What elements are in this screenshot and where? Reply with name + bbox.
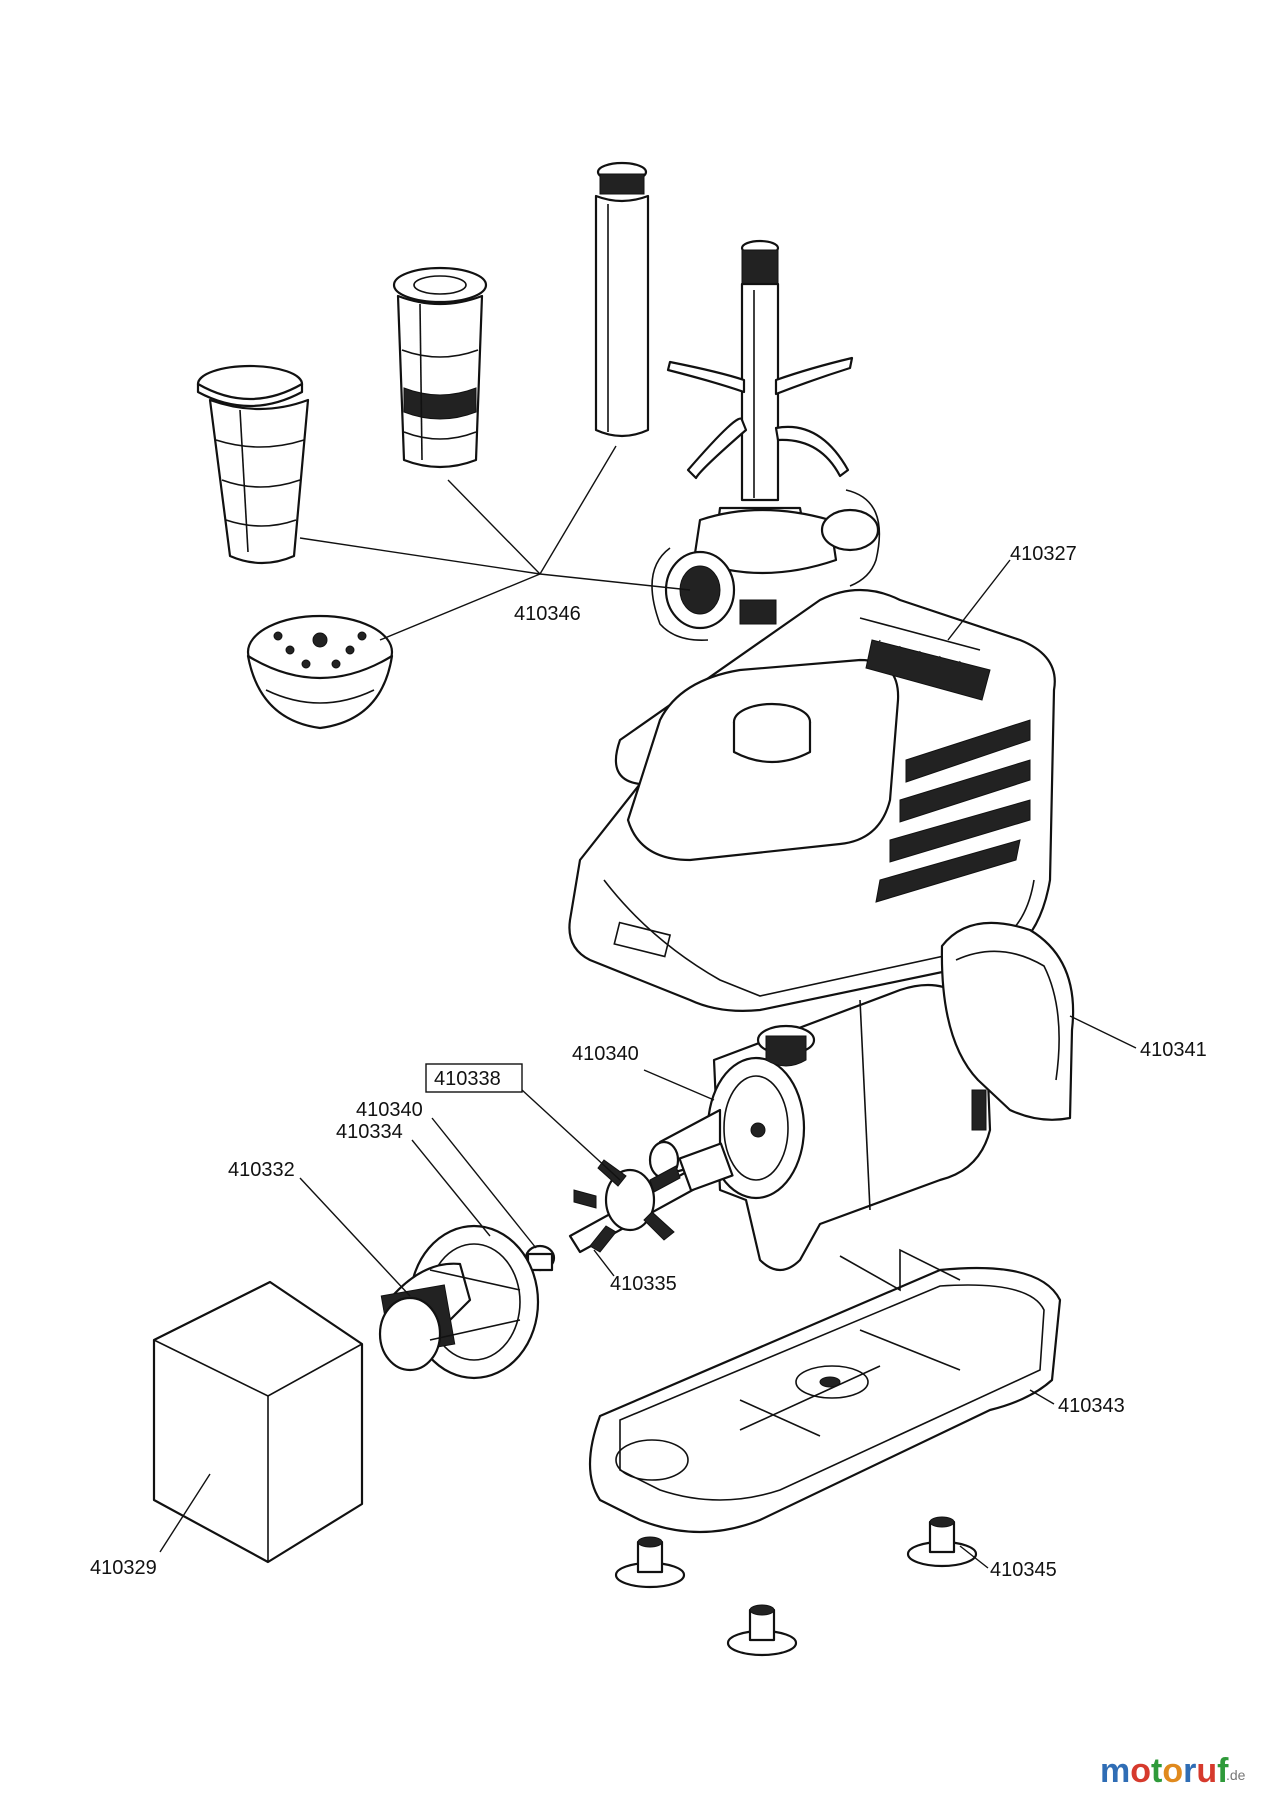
label-410341: 410341	[1140, 1039, 1207, 1061]
label-410345: 410345	[990, 1559, 1057, 1581]
suction-foot-1	[614, 1536, 686, 1589]
cover-vent-slots	[865, 639, 1031, 903]
pump-base	[588, 1248, 1062, 1534]
label-410334: 410334	[336, 1121, 403, 1143]
label-410346: 410346	[514, 603, 581, 625]
label-410329: 410329	[90, 1557, 157, 1579]
seal-cap	[940, 921, 1075, 1121]
watermark-logo: motoruf .de	[1100, 1752, 1246, 1790]
label-410343: 410343	[1058, 1395, 1125, 1417]
pump-cover	[568, 588, 1056, 1012]
svg-text:.de: .de	[1226, 1767, 1246, 1783]
label-410340-left: 410340	[356, 1099, 423, 1121]
label-410335: 410335	[610, 1273, 677, 1295]
label-box-410338	[425, 1063, 523, 1093]
fountain-head-tee	[651, 239, 881, 641]
label-410338: 410338	[434, 1068, 501, 1090]
svg-text:motoruf: motoruf	[1100, 1752, 1229, 1790]
motor-housing	[648, 983, 992, 1272]
label-410332: 410332	[228, 1159, 295, 1181]
extension-tube	[594, 161, 650, 438]
inlet-cover	[378, 1224, 540, 1380]
nozzle-tube-short	[392, 266, 488, 469]
label-410327: 410327	[1010, 543, 1077, 565]
label-410340-top: 410340	[572, 1043, 639, 1065]
filter-sponge	[152, 1280, 364, 1564]
suction-foot-2	[906, 1516, 978, 1568]
nozzle-bell	[196, 364, 310, 565]
nozzle-sprinkler	[246, 614, 394, 730]
suction-foot-3	[726, 1604, 798, 1657]
